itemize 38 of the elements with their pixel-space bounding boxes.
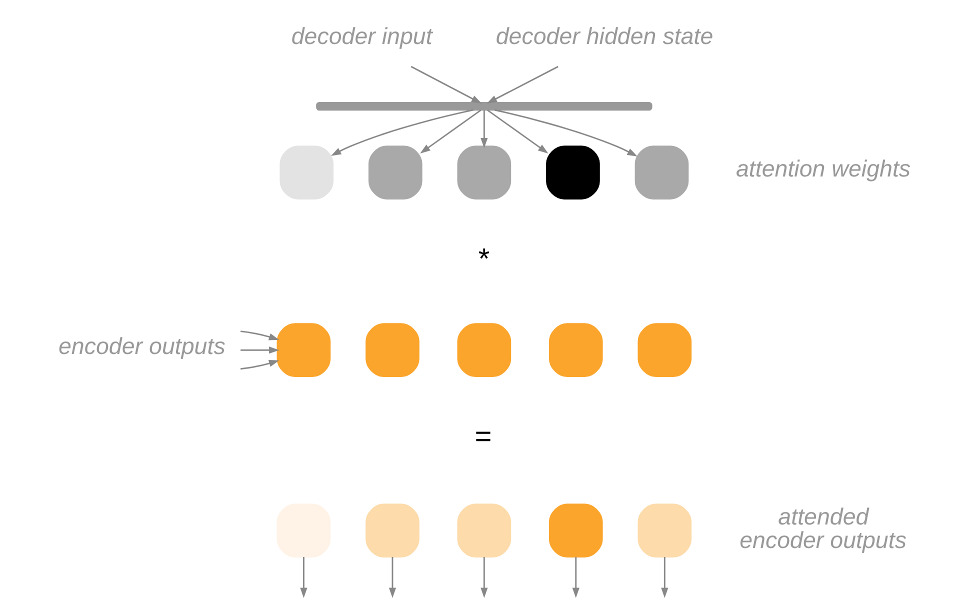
- arrow: [480, 556, 488, 598]
- node-box: [638, 323, 692, 378]
- node-box: [280, 146, 334, 200]
- arrow: [480, 110, 488, 148]
- arrow: [661, 556, 668, 598]
- arrow: [300, 556, 308, 598]
- arrow: [486, 66, 558, 104]
- node-box: [368, 146, 422, 200]
- node-box: [638, 504, 692, 558]
- arrow: [240, 330, 280, 340]
- arrow: [410, 66, 482, 104]
- node-box: [634, 146, 689, 200]
- arrow: [572, 556, 580, 598]
- node-box: [457, 146, 512, 200]
- label: =: [474, 421, 492, 454]
- label: attention weights: [736, 156, 911, 182]
- node-box: [546, 146, 600, 200]
- arrow: [388, 556, 396, 598]
- arrow: [487, 110, 548, 154]
- arrow: [494, 109, 638, 156]
- node-box: [457, 323, 512, 378]
- node-box: [457, 504, 512, 558]
- node-bar: [316, 102, 652, 111]
- node-box: [548, 323, 603, 378]
- node-box: [548, 504, 603, 558]
- label: attended encoder outputs: [740, 503, 906, 553]
- node-box: [276, 504, 331, 558]
- arrow: [240, 360, 280, 370]
- node-box: [366, 504, 420, 558]
- node-text: decoder input: [291, 23, 432, 50]
- label: *: [478, 244, 490, 276]
- arrow: [420, 110, 482, 154]
- node-text: decoder hidden state: [496, 23, 714, 50]
- arrow: [240, 346, 280, 354]
- node-text: encoder outputs: [58, 333, 226, 360]
- arrow: [330, 109, 474, 156]
- node-box: [366, 323, 420, 378]
- node-box: [276, 323, 331, 378]
